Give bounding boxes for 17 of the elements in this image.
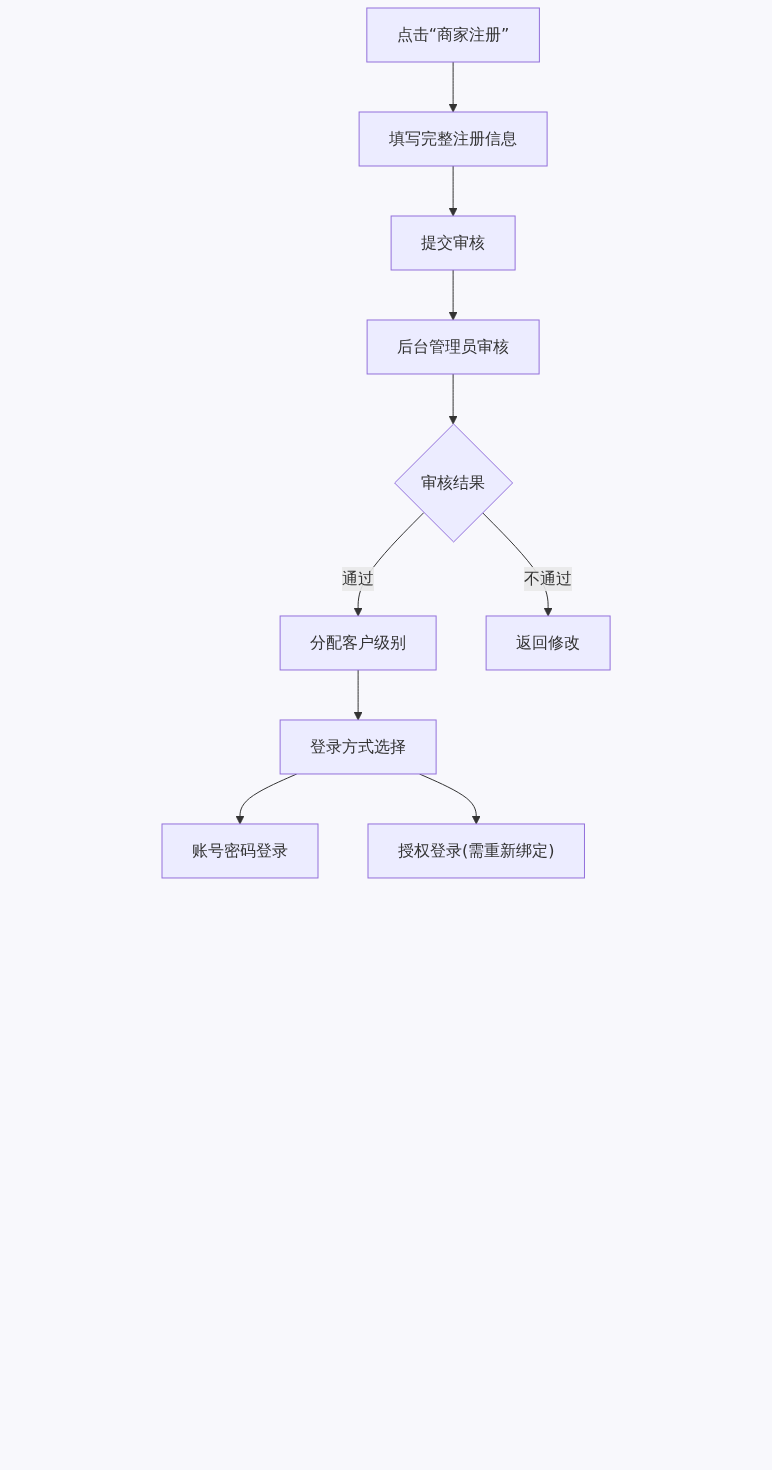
- arrow: [448, 269, 458, 321]
- node-box: 提交审核: [390, 215, 516, 271]
- arrow: [448, 165, 458, 217]
- node-box: 授权登录(需重新绑定): [367, 823, 585, 879]
- node-box: 点击“商家注册”: [366, 7, 540, 63]
- node-box: 后台管理员审核: [366, 319, 540, 375]
- arrow: [448, 373, 458, 425]
- arrow: [448, 61, 458, 113]
- edge-label: 通过: [342, 568, 375, 588]
- node-box: 账号密码登录: [161, 823, 319, 879]
- node-box: 登录方式选择: [279, 719, 437, 775]
- edge-label: 不通过: [524, 568, 573, 588]
- node-box: 填写完整注册信息: [358, 111, 548, 167]
- node-diamond: 审核结果: [394, 423, 514, 543]
- arrow: [353, 669, 363, 721]
- node-box: 分配客户级别: [279, 615, 437, 671]
- node-box: 返回修改: [485, 615, 611, 671]
